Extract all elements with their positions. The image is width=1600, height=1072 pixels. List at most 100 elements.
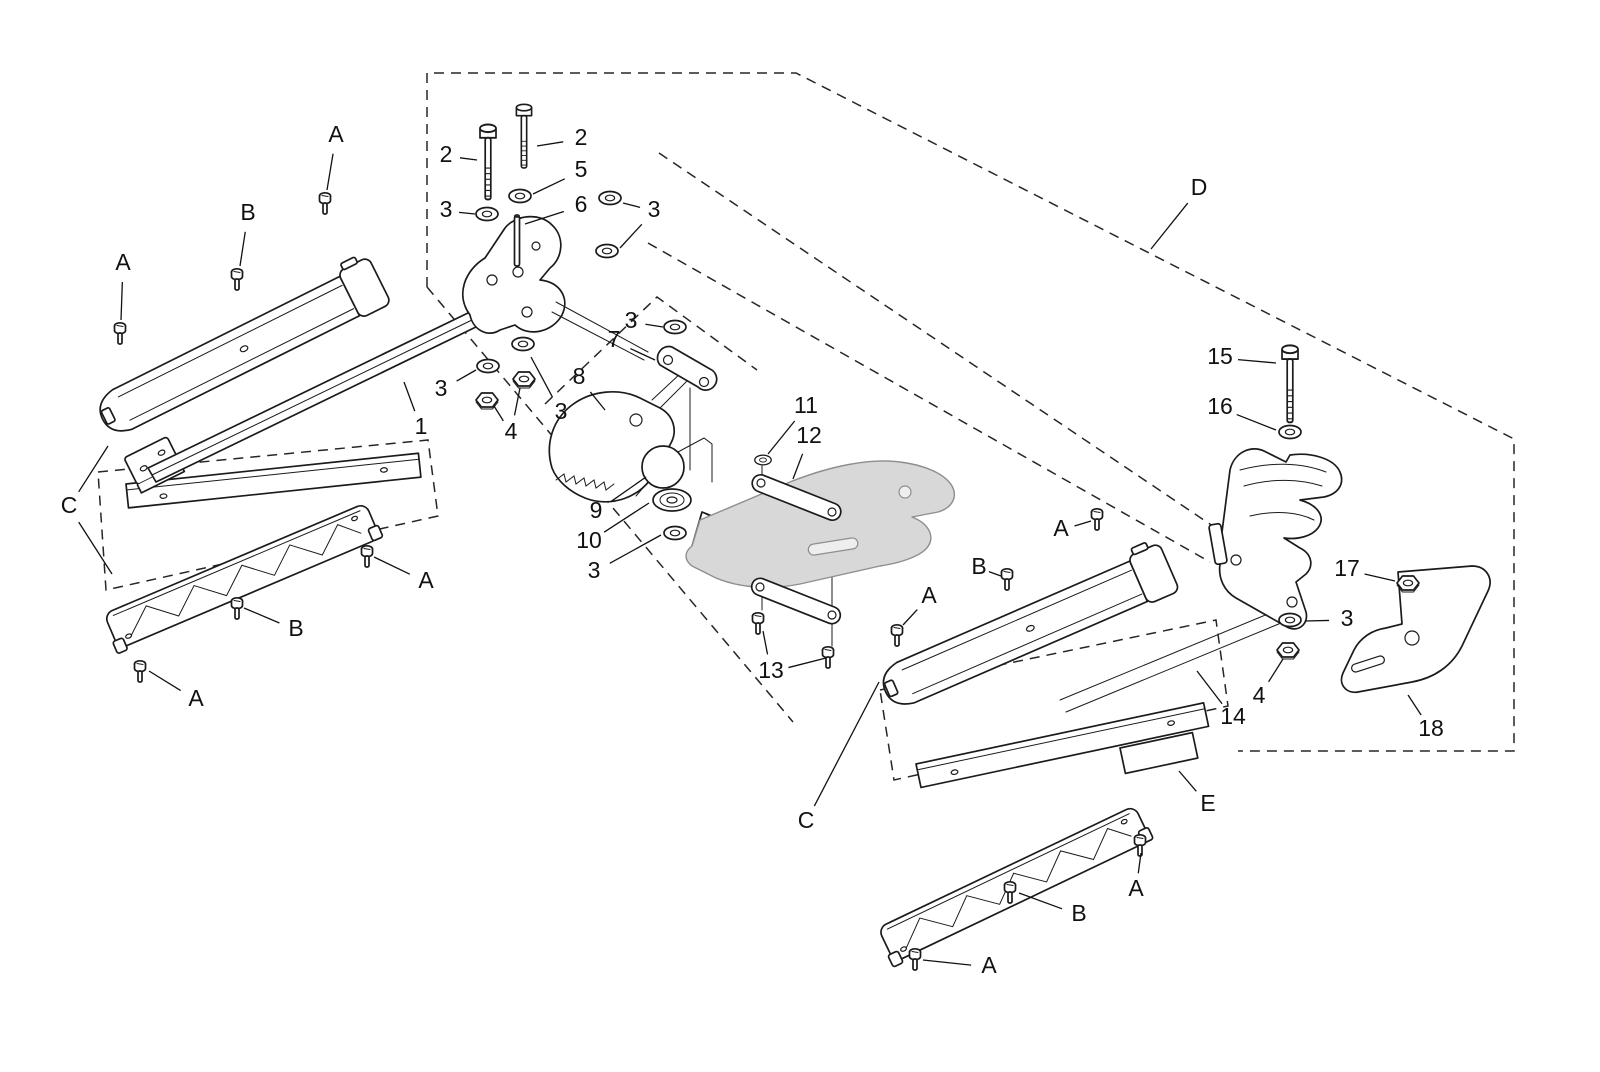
- leader-line: [1178, 770, 1197, 792]
- right-handle-assembly: [871, 536, 1210, 969]
- screw-a: [1133, 833, 1147, 857]
- screw-b: [230, 267, 244, 291]
- washer-3: [663, 525, 687, 541]
- leader-line: [536, 141, 564, 147]
- leader-line: [1150, 202, 1189, 250]
- leader-line: [493, 405, 504, 422]
- callout-14: 14: [1220, 703, 1246, 729]
- torsion-spring: [635, 437, 713, 497]
- callout-3: 3: [440, 196, 453, 222]
- callout-9: 9: [590, 497, 603, 523]
- callout-2: 2: [440, 141, 453, 167]
- washer-3: [595, 243, 619, 259]
- leader-line: [243, 607, 280, 624]
- cutter-head-hook: [1218, 448, 1343, 630]
- leader-line: [902, 609, 918, 626]
- leader-line: [813, 681, 880, 807]
- leader-line: [788, 657, 827, 669]
- leader-line: [767, 420, 796, 455]
- callout-4: 4: [1253, 682, 1266, 708]
- washer-16: [1278, 424, 1302, 440]
- screw-13: [751, 611, 765, 635]
- pivot-pin-6: [513, 213, 521, 267]
- arm-to-pivot-link: [551, 301, 649, 361]
- right-head-assembly: [1059, 448, 1491, 713]
- callout-6: 6: [575, 191, 588, 217]
- callout-3: 3: [435, 375, 448, 401]
- hex-bolt-15: [1281, 344, 1299, 424]
- screw-b: [1000, 567, 1014, 591]
- callout-B: B: [971, 553, 986, 579]
- handle-tube-part14: [1059, 603, 1299, 713]
- leader-line: [1137, 852, 1142, 874]
- connecting-link-top: [751, 473, 842, 522]
- leader-line: [459, 157, 478, 161]
- callout-13: 13: [758, 657, 784, 683]
- leader-line: [1196, 670, 1223, 705]
- leader-line: [148, 670, 182, 692]
- nut-4: [512, 371, 536, 389]
- washer-3: [511, 336, 535, 352]
- callout-A: A: [1053, 515, 1069, 541]
- leader-line: [239, 231, 246, 267]
- callout-A: A: [981, 952, 997, 978]
- leader-line: [532, 178, 566, 195]
- leader-line: [1304, 619, 1330, 622]
- screw-b: [230, 596, 244, 620]
- boundary-inner-diagonal-1: [658, 152, 1233, 540]
- callout-3: 3: [1341, 605, 1354, 631]
- washer-3: [1278, 612, 1302, 628]
- leader-line: [1018, 892, 1063, 910]
- screw-a: [113, 321, 127, 345]
- leader-line: [792, 453, 804, 480]
- callout-12: 12: [796, 422, 822, 448]
- boundary-d-outline: [426, 72, 1515, 752]
- leader-line: [922, 959, 972, 966]
- leader-line: [1074, 520, 1092, 527]
- center-mechanism: [548, 345, 956, 647]
- leader-line: [120, 281, 124, 321]
- callout-3: 3: [625, 307, 638, 333]
- bearing-bushing: [652, 488, 692, 512]
- right-upper-rail: [871, 536, 1181, 716]
- leader-line: [1237, 358, 1277, 364]
- screw-a: [133, 659, 147, 683]
- callout-A: A: [418, 567, 434, 593]
- boundary-inner-diagonal-2: [647, 242, 1211, 563]
- leader-line: [645, 323, 664, 328]
- leader-line: [1364, 573, 1396, 582]
- screw-13: [821, 645, 835, 669]
- leader-line: [603, 502, 650, 533]
- callout-15: 15: [1207, 343, 1233, 369]
- washer-3: [663, 319, 687, 335]
- callout-3: 3: [648, 196, 661, 222]
- leader-line: [762, 630, 769, 655]
- leader-line: [373, 556, 411, 575]
- leader-line: [403, 381, 416, 412]
- callout-17: 17: [1334, 555, 1360, 581]
- callout-C: C: [61, 492, 78, 518]
- callout-B: B: [1071, 900, 1086, 926]
- label-plate-e: [1119, 731, 1199, 775]
- washer-5: [508, 188, 532, 204]
- leader-line: [513, 387, 521, 416]
- leader-line: [1236, 413, 1277, 431]
- connecting-link-bottom: [750, 577, 842, 625]
- washer-3: [475, 206, 499, 222]
- leader-line: [78, 445, 109, 493]
- callout-4: 4: [505, 418, 518, 444]
- leader-line: [589, 391, 606, 411]
- callout-B: B: [288, 615, 303, 641]
- washer-11: [754, 454, 772, 466]
- ghost-moving-blade: [685, 460, 956, 589]
- callout-A: A: [328, 121, 344, 147]
- callout-1: 1: [415, 413, 428, 439]
- main-lever-arm: [124, 215, 649, 494]
- callout-B: B: [240, 199, 255, 225]
- screw-a: [1090, 507, 1104, 531]
- callout-A: A: [921, 582, 937, 608]
- screw-a: [908, 947, 922, 971]
- hex-bolt-2a: [479, 123, 497, 201]
- leader-line: [1268, 658, 1284, 683]
